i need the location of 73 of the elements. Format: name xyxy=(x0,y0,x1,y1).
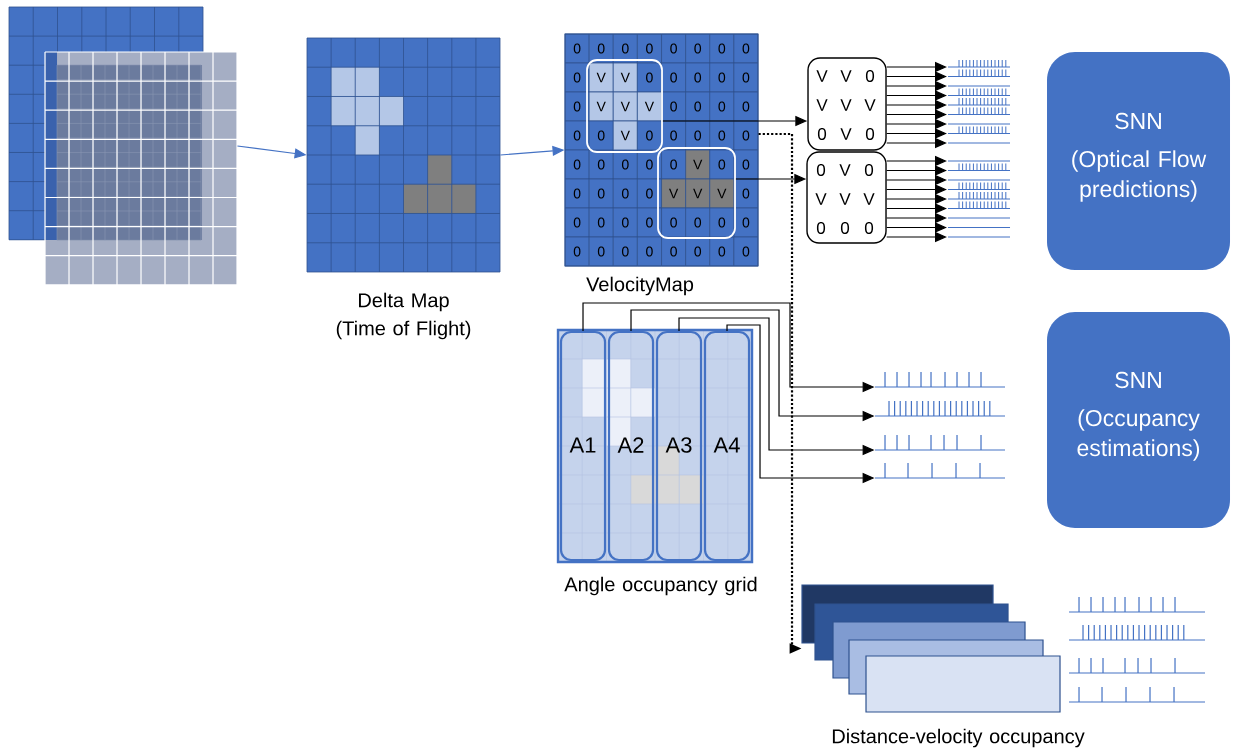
grid-cell: 0 xyxy=(709,207,735,238)
grid-cell: 0 xyxy=(661,149,687,180)
grid-cell: 0 xyxy=(661,33,687,64)
grid-cell: V xyxy=(612,62,638,93)
grid-cell: 0 xyxy=(564,149,590,180)
grid-cell: V xyxy=(588,91,614,122)
arrow xyxy=(886,71,947,82)
grid-cell: V xyxy=(685,149,711,180)
node-label: Angle occupancy grid xyxy=(564,576,757,596)
grid-cell: 0 xyxy=(612,207,638,238)
grid-cell: 0 xyxy=(685,91,711,122)
grid-cell: 0 xyxy=(733,91,759,122)
arrow xyxy=(886,109,947,120)
grid-cell: 0 xyxy=(588,120,614,151)
grid-cell: 0 xyxy=(709,91,735,122)
grid-cell: 0 xyxy=(733,236,759,267)
grid-cell: 0 xyxy=(588,236,614,267)
snn-box: SNN (Occupancy estimations) xyxy=(1047,312,1230,528)
grid-cell: 0 xyxy=(709,149,735,180)
grid-cell: 0 xyxy=(564,207,590,238)
arrow xyxy=(886,203,947,214)
grid-cell: 0 xyxy=(636,120,662,151)
grid-cell: 0 xyxy=(733,33,759,64)
grid-cell: 0 xyxy=(685,207,711,238)
grid-cell: V xyxy=(612,120,638,151)
grid-cell: 0 xyxy=(564,178,590,209)
grid-cell: 0 xyxy=(709,33,735,64)
arrow xyxy=(886,128,947,139)
grid-cell: V xyxy=(636,91,662,122)
grid-cell: 0 xyxy=(564,236,590,267)
node-label: VelocityMap xyxy=(586,276,694,296)
spike-train xyxy=(1068,657,1206,674)
grid-cell: 0 xyxy=(661,207,687,238)
matrix-box: V V 0 V V V 0 V 0 xyxy=(807,57,887,151)
grid-cell: V xyxy=(612,91,638,122)
snn-box: SNN (Optical Flow predictions) xyxy=(1047,52,1230,270)
spike-train xyxy=(1068,624,1206,641)
arrow xyxy=(886,184,947,195)
grid-cell: V xyxy=(709,178,735,209)
grid-cell: 0 xyxy=(636,178,662,209)
arrow xyxy=(886,222,947,233)
node-label: Distance-velocity occupancy xyxy=(832,728,1085,748)
matrix-box: 0 V 0 V V V 0 0 0 xyxy=(806,151,887,244)
grid-cell: 0 xyxy=(612,236,638,267)
grid-cell: 0 xyxy=(685,62,711,93)
grid-cell: 0 xyxy=(709,62,735,93)
angle-column: A2 xyxy=(607,330,655,562)
grid-cell: 0 xyxy=(612,178,638,209)
angle-column: A3 xyxy=(655,330,703,562)
node-label: Delta Map (Time of Flight) xyxy=(336,292,471,340)
grid-cell: V xyxy=(588,62,614,93)
angle-column: A4 xyxy=(703,330,751,562)
arrow xyxy=(886,90,947,101)
grid-cell: 0 xyxy=(588,178,614,209)
spike-train xyxy=(1068,596,1206,613)
arrow xyxy=(886,165,947,176)
grid-cell: 0 xyxy=(661,62,687,93)
grid-cell: 0 xyxy=(636,207,662,238)
grid-cell: 0 xyxy=(636,236,662,267)
spike-train xyxy=(1068,686,1206,703)
grid-cell: 0 xyxy=(588,207,614,238)
spike-train xyxy=(874,400,1006,417)
spike-train xyxy=(874,371,1006,388)
angle-column: A1 xyxy=(559,330,607,562)
grid-cell: 0 xyxy=(733,62,759,93)
grid-cell: 0 xyxy=(636,62,662,93)
spike-train xyxy=(874,462,1006,479)
grid-cell: 0 xyxy=(661,91,687,122)
frames-drawing xyxy=(8,6,238,286)
spike-train xyxy=(874,434,1006,451)
grid-cell: 0 xyxy=(685,33,711,64)
grid-cell: V xyxy=(661,178,687,209)
grid-cell: V xyxy=(685,178,711,209)
